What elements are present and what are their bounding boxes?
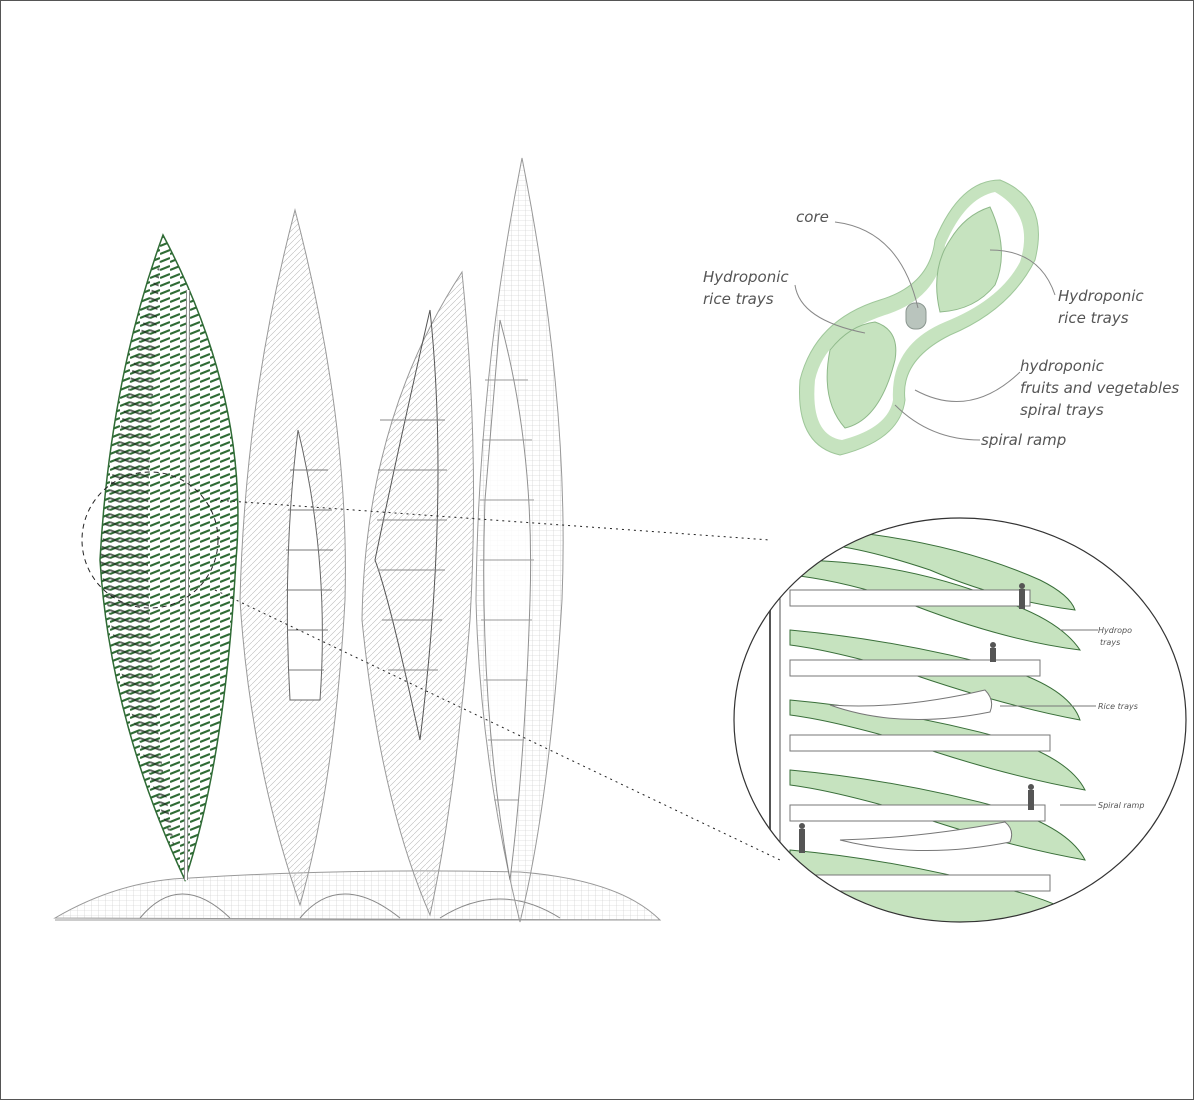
label-right-trays-2: rice trays: [1058, 309, 1129, 327]
label-spiral-ramp: spiral ramp: [981, 431, 1066, 449]
label-detail-hydroponic-2: trays: [1100, 638, 1120, 647]
callout-leader-lines: [214, 499, 781, 861]
label-core: core: [796, 208, 829, 226]
tower-wireframe-4: [475, 157, 564, 923]
label-right-trays-1: Hydroponic: [1058, 287, 1144, 305]
label-spiral-trays-1: hydroponic: [1020, 357, 1105, 375]
floor-plan-diagram: core Hydroponic rice trays Hydroponic ri…: [703, 179, 1179, 456]
label-spiral-trays-2: fruits and vegetables: [1020, 379, 1179, 397]
landscape-base: [53, 870, 662, 921]
label-left-trays-1: Hydroponic: [703, 268, 789, 286]
person-figures: [799, 583, 1034, 853]
label-detail-hydroponic-1: Hydropo: [1098, 626, 1132, 635]
tower-wireframe-2: [239, 208, 346, 907]
label-detail-rice-trays: Rice trays: [1098, 702, 1138, 711]
label-detail-spiral-ramp: Spiral ramp: [1098, 801, 1144, 810]
core-icon: [905, 302, 927, 330]
section-detail: Hydropo trays Rice trays Spiral ramp: [733, 517, 1187, 923]
tower-wireframe-3: [361, 270, 475, 917]
detail-callout-circle: [81, 471, 219, 609]
label-spiral-trays-3: spiral trays: [1020, 401, 1104, 419]
label-left-trays-2: rice trays: [703, 290, 774, 308]
tower-green: [99, 233, 239, 883]
